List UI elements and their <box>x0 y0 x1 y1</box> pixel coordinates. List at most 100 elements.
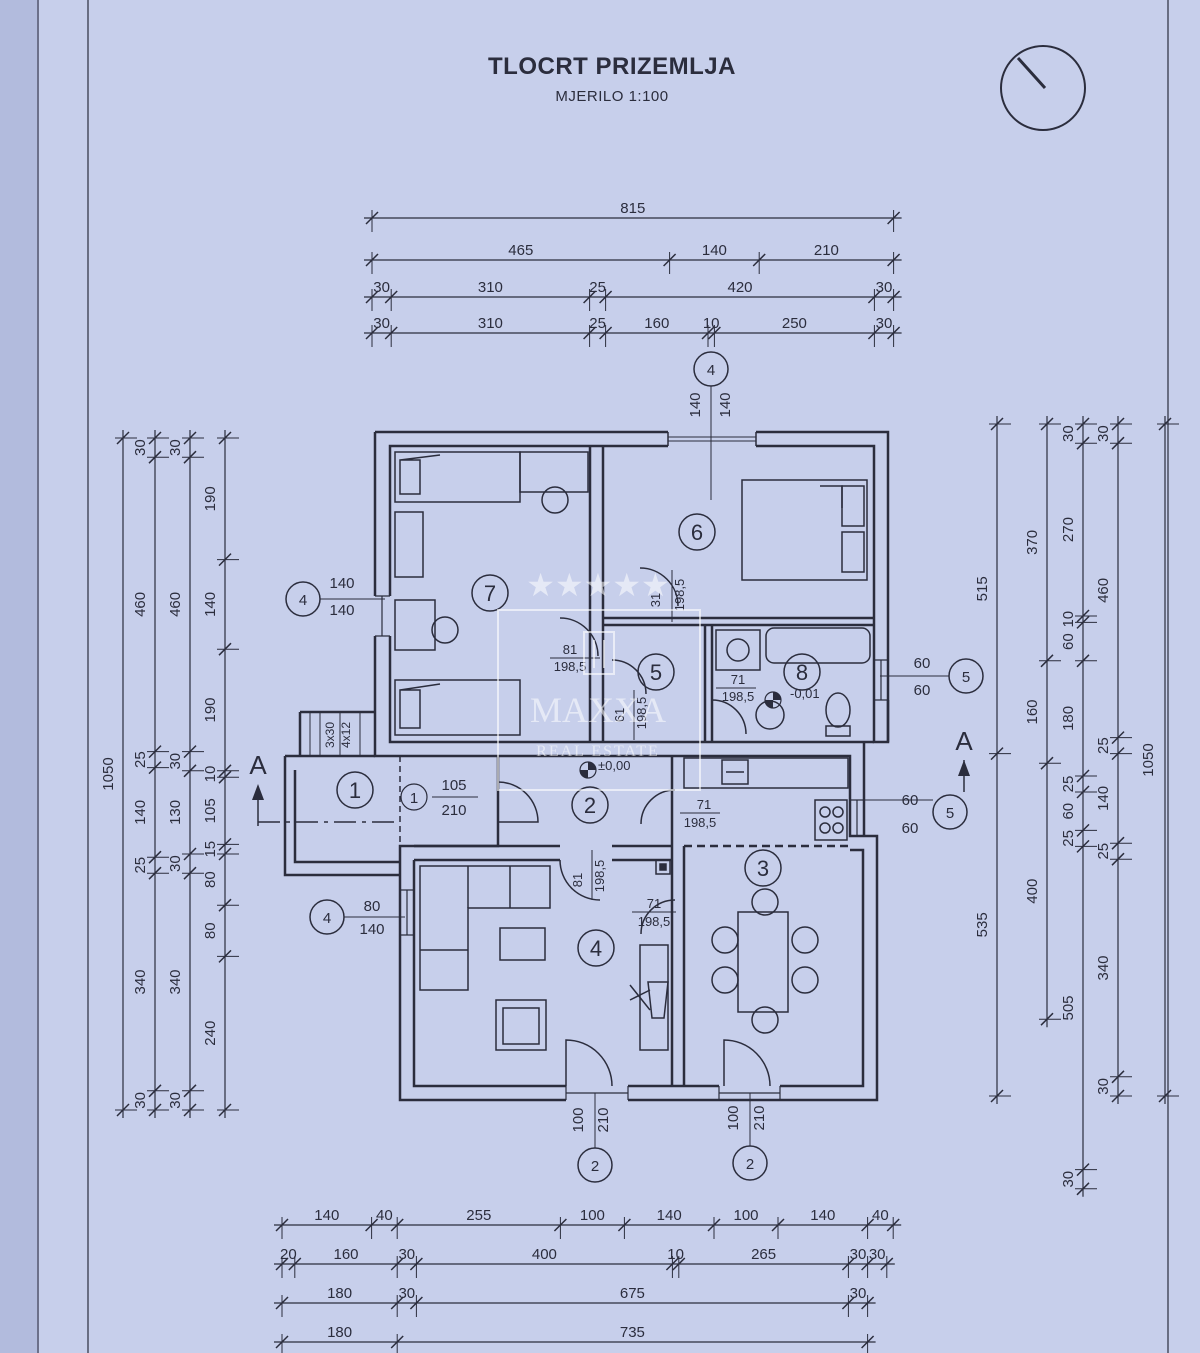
door-7-height: 198,5 <box>554 659 587 674</box>
bottom-dim-row3-label: 675 <box>620 1285 645 1302</box>
top-dim-row3-label: 310 <box>478 279 503 296</box>
entry-door-id: 1 <box>410 790 418 807</box>
door-3-width: 71 <box>697 797 711 812</box>
door-8-height: 198,5 <box>722 689 755 704</box>
right-dim-col3-label: 25 <box>1060 776 1077 793</box>
right-dim-col2-label: 160 <box>1024 699 1041 724</box>
window-tag-id: 5 <box>962 669 970 686</box>
door-8-width: 71 <box>731 672 745 687</box>
left-dim-col4-label: 10 <box>202 766 219 783</box>
left-dim-col3-label: 130 <box>167 800 184 825</box>
bottom-dim-row2-label: 30 <box>869 1246 886 1263</box>
right-dim-col1-label: 515 <box>974 576 991 601</box>
right-dim-col3-label: 30 <box>1060 1171 1077 1188</box>
left-dim-col4-label: 105 <box>202 798 219 823</box>
entry-door-height: 210 <box>441 802 466 819</box>
right-dim-col1-label: 535 <box>974 912 991 937</box>
bottom-dim-row3-label: 30 <box>850 1285 867 1302</box>
bottom-dim-row1-label: 100 <box>733 1207 758 1224</box>
top-dim-row4-label: 30 <box>876 315 893 332</box>
bottom-dim-row2-label: 20 <box>280 1246 297 1263</box>
left-dim-col4-label: 80 <box>202 871 219 888</box>
north-arrow-icon <box>1000 45 1086 131</box>
room-label-7: 7 <box>484 581 496 606</box>
right-dimension-chains: 5155353701604003027010601802560255053030… <box>974 416 1179 1197</box>
top-dim-row3-label: 30 <box>876 279 893 296</box>
watermark-stars: ★★★★★ <box>526 567 669 603</box>
top-dim-row4-label: 10 <box>703 315 720 332</box>
left-dim-col3-label: 30 <box>167 855 184 872</box>
door-6-width: 31 <box>648 593 663 607</box>
stair-label-a: 3x30 <box>323 722 337 748</box>
building-walls <box>283 430 890 1102</box>
bottom-dim-row1-label: 140 <box>810 1207 835 1224</box>
bottom-dim-row4-label: 180 <box>327 1324 352 1341</box>
section-marker-left: A <box>249 750 267 780</box>
top-dim-row2-label: 140 <box>702 242 727 259</box>
right-dim-col4-label: 25 <box>1095 843 1112 860</box>
window-tag-id: 4 <box>299 592 307 609</box>
room-label-1: 1 <box>349 778 361 803</box>
right-dim-total-label: 1050 <box>1140 743 1157 776</box>
watermark-brand: MAXXA <box>530 690 666 730</box>
right-dim-col3-label: 60 <box>1060 633 1077 650</box>
left-dim-total-label: 1050 <box>100 757 117 790</box>
page-edge <box>0 0 38 1353</box>
top-dim-row3-label: 25 <box>589 279 606 296</box>
window-tag-id: 5 <box>946 805 954 822</box>
bottom-dim-row2-label: 160 <box>333 1246 358 1263</box>
level-marker-icon <box>579 761 597 779</box>
window-tag-left_upper: 4 140 140 <box>285 575 385 619</box>
door-4-height: 198,5 <box>592 860 607 893</box>
top-dim-row4-label: 250 <box>782 315 807 332</box>
right-dim-col4-label: 30 <box>1095 1078 1112 1095</box>
hall-level: ±0,00 <box>598 758 630 773</box>
window-tag-width: 60 <box>914 655 931 672</box>
left-dim-col4-label: 190 <box>202 697 219 722</box>
plan-title: TLOCRT PRIZEMLJA <box>488 53 736 80</box>
door-3-height: 198,5 <box>684 815 717 830</box>
bottom-dim-row2-label: 10 <box>667 1246 684 1263</box>
room-label-5: 5 <box>650 660 662 685</box>
room-label-2: 2 <box>584 793 596 818</box>
bottom-dim-row1-label: 140 <box>657 1207 682 1224</box>
window-tag-width: 100 <box>570 1107 587 1132</box>
bottom-dim-row1-label: 40 <box>872 1207 889 1224</box>
right-dim-col3-label: 25 <box>1060 830 1077 847</box>
room-label-4: 4 <box>590 936 602 961</box>
top-dim-row1-label: 815 <box>620 200 645 217</box>
left-dim-col3-label: 460 <box>167 592 184 617</box>
door-5-height: 198,5 <box>634 697 649 730</box>
furniture <box>394 451 871 1051</box>
window-tag-width: 140 <box>329 575 354 592</box>
right-dim-col3-label: 270 <box>1060 517 1077 542</box>
left-dim-col3-label: 30 <box>167 753 184 770</box>
left-dim-col4-label: 80 <box>202 922 219 939</box>
bottom-dim-row4-label: 735 <box>620 1324 645 1341</box>
window-tag-width: 80 <box>364 898 381 915</box>
window-tag-height: 140 <box>329 602 354 619</box>
door-5-width: 61 <box>612 708 627 722</box>
right-dim-col4-label: 460 <box>1095 578 1112 603</box>
window-tag-id: 4 <box>707 362 715 379</box>
bottom-dim-row2-label: 265 <box>751 1246 776 1263</box>
left-dim-col2-label: 25 <box>132 857 149 874</box>
window-tag-width: 100 <box>725 1105 742 1130</box>
left-dim-col3-label: 30 <box>167 1092 184 1109</box>
top-dim-row2-label: 465 <box>508 242 533 259</box>
window-tag-id: 2 <box>746 1156 754 1173</box>
window-tag-height: 140 <box>359 921 384 938</box>
right-dim-col3-label: 505 <box>1060 995 1077 1020</box>
section-line: A A <box>249 726 973 826</box>
stair-label-b: 4x12 <box>339 722 353 748</box>
bottom-dim-row1-label: 255 <box>466 1207 491 1224</box>
left-dimension-chains: 1050304602514025340303046030130303403019… <box>100 430 239 1118</box>
